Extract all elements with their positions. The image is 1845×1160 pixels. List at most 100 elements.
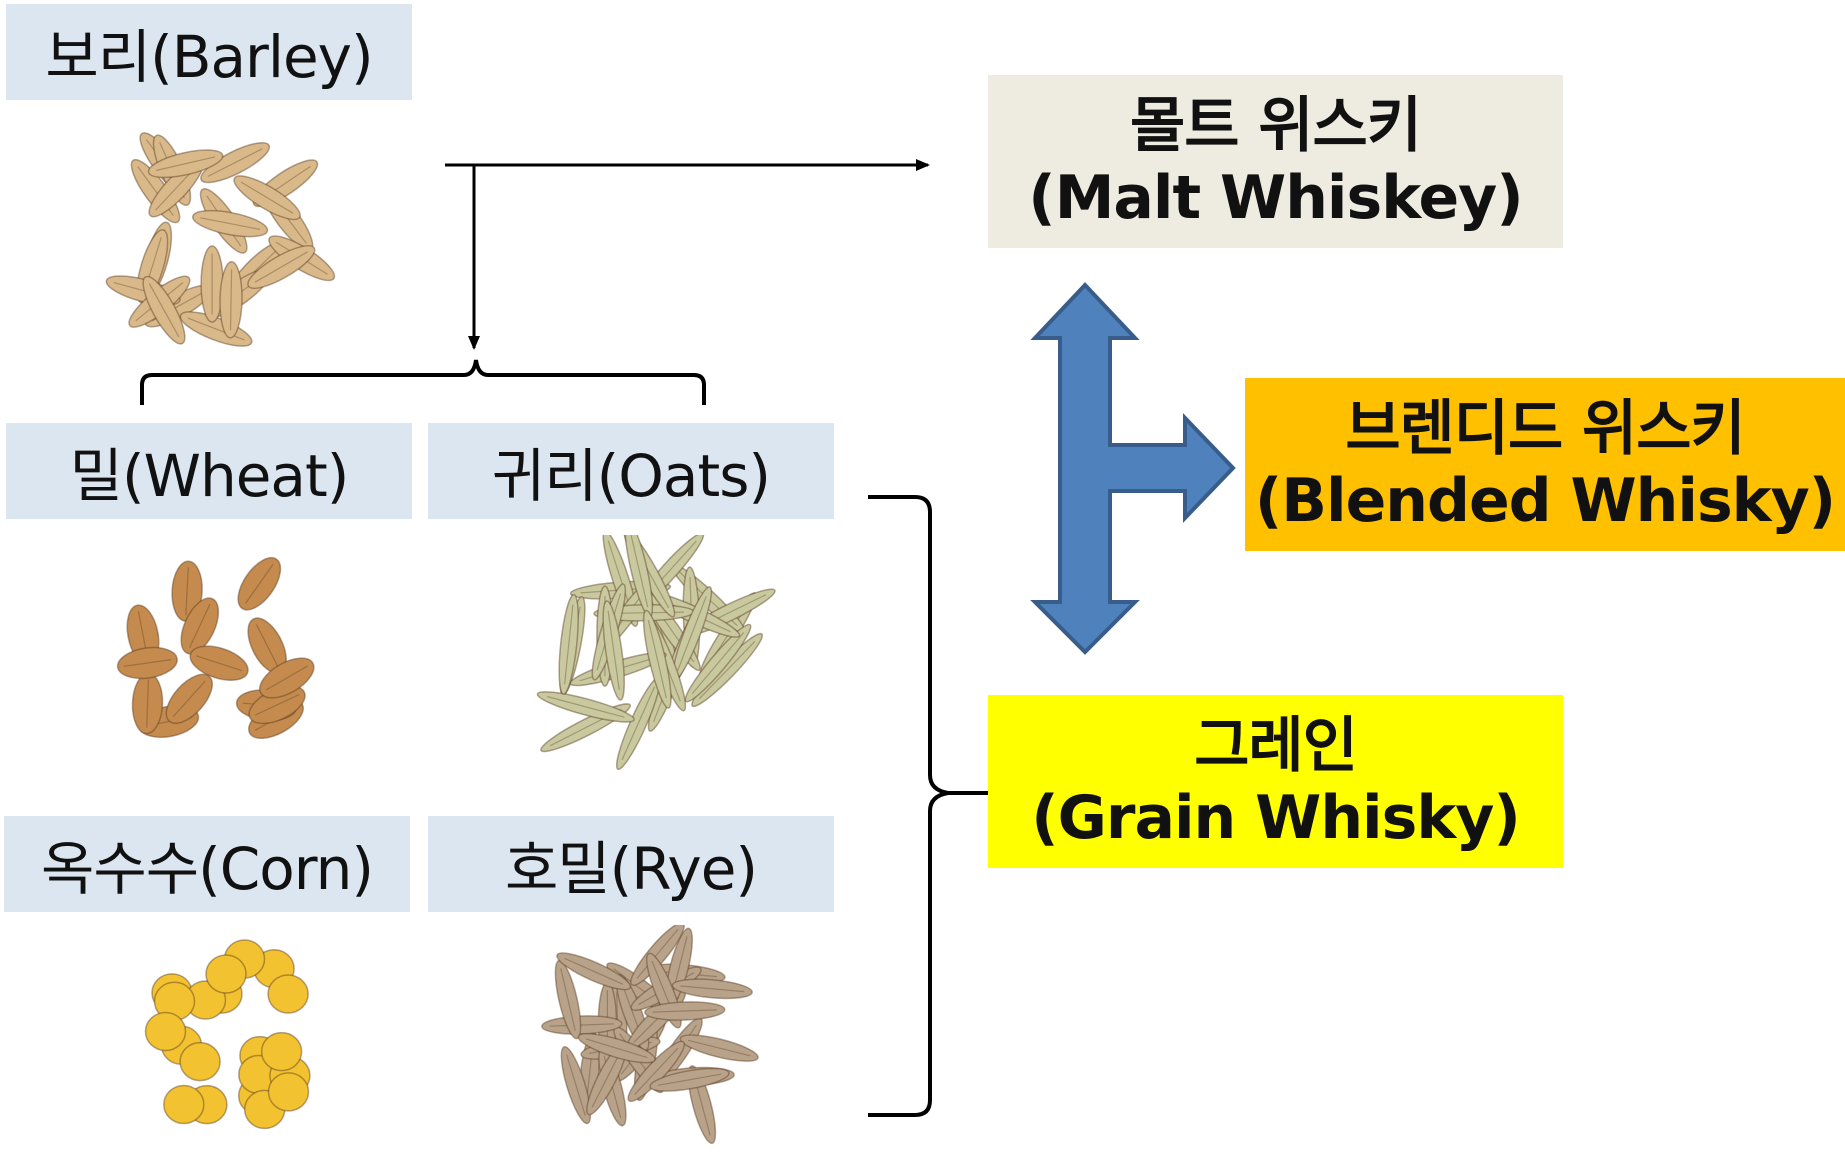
- barley-seed: [191, 209, 269, 238]
- wheat-seed: [165, 673, 214, 724]
- barley-seed-crease: [187, 317, 245, 341]
- rye-seed-crease: [560, 968, 576, 1031]
- corn-seed: [267, 1072, 310, 1112]
- rye-seed: [644, 1001, 726, 1021]
- blended-whisky-english: (Blended Whisky): [1254, 465, 1836, 536]
- label-rye: 호밀(Rye): [428, 816, 834, 912]
- grain-whisky-box: 그레인 (Grain Whisky): [988, 695, 1563, 868]
- rye-seed-crease: [688, 1039, 751, 1057]
- corn-seed: [205, 954, 247, 994]
- rye-seed: [556, 952, 632, 991]
- malt-whisky-english: (Malt Whiskey): [1028, 162, 1523, 233]
- malt-whisky-korean: 몰트 위스키: [1130, 90, 1422, 161]
- wheat-seed: [116, 646, 178, 680]
- wheat-seed-crease: [255, 624, 279, 668]
- barley-seed: [200, 142, 271, 184]
- rye-seed: [560, 1046, 592, 1125]
- oats-seed: [536, 691, 635, 723]
- wheat-seed-crease: [189, 604, 211, 649]
- corn-seed: [267, 974, 309, 1014]
- oats-seed-crease: [621, 686, 656, 761]
- barley-seed-crease: [148, 283, 180, 338]
- rye-seed: [541, 1015, 623, 1035]
- rye-seed: [627, 1040, 686, 1103]
- oats-seed: [642, 609, 672, 709]
- rye-seed-crease: [652, 1009, 717, 1013]
- corn-seed: [144, 1011, 187, 1052]
- rye-seed: [630, 925, 685, 986]
- corn-seed: [179, 1041, 221, 1082]
- rye-seed-crease: [566, 1054, 586, 1116]
- oats-seed: [558, 593, 579, 695]
- wheat-seed-crease: [265, 665, 308, 691]
- barley-seed: [233, 175, 301, 221]
- oats-seed-crease: [698, 640, 756, 700]
- barley-seed: [247, 244, 316, 290]
- blended-whisky-box: 브렌디드 위스키 (Blended Whisky): [1245, 378, 1845, 551]
- oats-grain-image: [536, 535, 776, 771]
- oats-seed-crease: [546, 695, 625, 718]
- oats-seed-crease: [607, 610, 620, 691]
- oats-seed-crease: [564, 604, 574, 685]
- rye-seed-crease: [636, 929, 679, 979]
- corn-seed: [260, 1031, 303, 1072]
- corn-seed: [163, 1084, 205, 1125]
- wheat-seed: [259, 657, 315, 699]
- barley-seed: [142, 275, 186, 345]
- label-oats: 귀리(Oats): [428, 423, 834, 519]
- rye-grain-image: [541, 925, 759, 1145]
- malt-whisky-box: 몰트 위스키 (Malt Whiskey): [988, 75, 1563, 248]
- wheat-grain-image: [116, 557, 315, 740]
- rye-seed-crease: [591, 1049, 622, 1108]
- wheat-seed: [237, 557, 282, 611]
- rye-seed: [649, 1067, 730, 1092]
- barley-seed-crease: [240, 181, 294, 214]
- rye-seed: [577, 1032, 656, 1064]
- oats-seed: [684, 623, 752, 703]
- wheat-seed-crease: [245, 563, 274, 604]
- rye-seed-crease: [657, 1073, 722, 1086]
- corn-grain-image: [144, 939, 311, 1130]
- rye-seed-crease: [633, 1047, 679, 1096]
- grain-whisky-english: (Grain Whisky): [1031, 782, 1521, 853]
- label-barley: 보리(Barley): [6, 4, 412, 100]
- barley-seed: [147, 149, 224, 179]
- rye-seed: [679, 1034, 759, 1062]
- wheat-seed-crease: [146, 679, 149, 728]
- wheat-seed-crease: [172, 680, 206, 718]
- barley-seed: [179, 311, 253, 347]
- oats-seed: [602, 600, 625, 701]
- oats-seed-crease: [647, 620, 667, 699]
- barley-seed-crease: [207, 148, 263, 177]
- barley-seed-crease: [229, 269, 233, 331]
- rye-seed-crease: [680, 985, 745, 993]
- barley-seed-crease: [254, 251, 308, 283]
- rye-seed: [554, 959, 582, 1040]
- grain-whisky-korean: 그레인: [1194, 710, 1358, 781]
- wheat-seed: [171, 560, 203, 622]
- label-corn: 옥수수(Corn): [4, 816, 410, 912]
- wheat-seed-crease: [123, 659, 172, 667]
- oats-seed-crease: [630, 535, 649, 608]
- wheat-seed: [180, 597, 220, 655]
- rye-seed-crease: [564, 957, 624, 985]
- oats-seed-crease: [677, 595, 707, 672]
- blended-whisky-korean: 브렌디드 위스키: [1345, 393, 1745, 464]
- rye-seed-crease: [585, 1038, 648, 1059]
- wheat-seed: [189, 645, 249, 681]
- wheat-seed-crease: [196, 655, 243, 672]
- wheat-seed-crease: [255, 694, 300, 716]
- rye-seed-crease: [549, 1023, 614, 1027]
- blend-arrow: [1030, 282, 1236, 655]
- barley-seed: [219, 261, 243, 339]
- wheat-seed-crease: [185, 567, 189, 616]
- barley-seed-crease: [155, 156, 216, 172]
- grain-group-brace: [868, 495, 990, 1117]
- barley-seed-crease: [200, 217, 261, 230]
- top-curly-brace: [140, 359, 706, 405]
- rye-seed: [671, 978, 753, 1000]
- barley-grain-image: [105, 132, 336, 347]
- oats-seed-crease: [691, 632, 745, 695]
